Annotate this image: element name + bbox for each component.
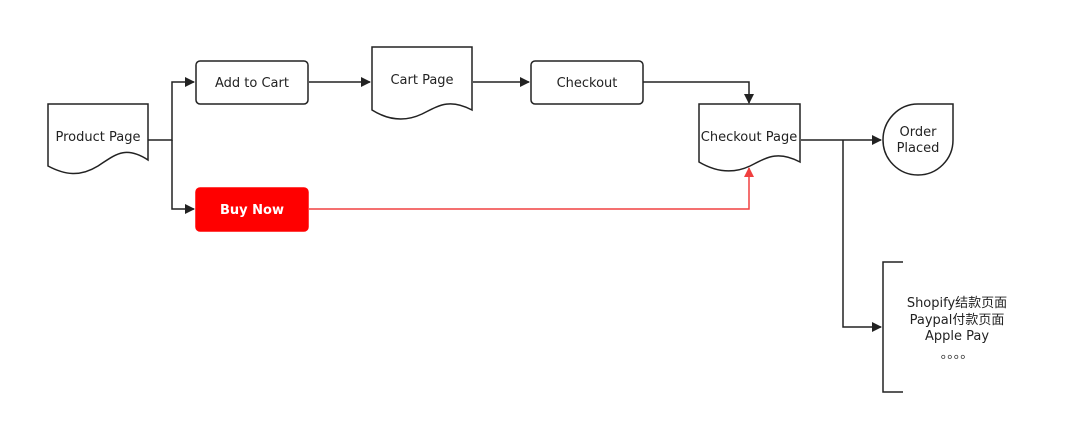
node-checkout: Checkout (530, 60, 644, 105)
edge-buy-now-to-checkout-page (309, 167, 754, 210)
node-add-to-cart: Add to Cart (195, 60, 309, 105)
order-placed-label-line1: Order (900, 125, 938, 140)
edge-product-to-add-to-cart (148, 77, 195, 141)
order-placed-label-line2: Placed (897, 141, 940, 156)
product-page-label: Product Page (56, 130, 141, 145)
buy-now-label: Buy Now (220, 203, 284, 218)
node-checkout-page: Checkout Page (698, 103, 801, 172)
payment-option-apple-pay: Apple Pay (925, 329, 989, 344)
checkout-label: Checkout (557, 76, 618, 91)
node-payment-options: Shopify结款页面 Paypal付款页面 Apple Pay 。。。。 (882, 261, 1007, 393)
checkout-page-label: Checkout Page (701, 130, 797, 145)
node-cart-page: Cart Page (371, 46, 473, 120)
cart-page-label: Cart Page (390, 73, 453, 88)
payment-option-shopify: Shopify结款页面 (907, 296, 1007, 311)
edge-checkout-to-checkout-page (643, 81, 754, 104)
edge-checkout-page-to-payment-options (842, 140, 882, 332)
payment-option-more: 。。。。 (941, 347, 974, 362)
node-buy-now: Buy Now (195, 187, 309, 232)
node-order-placed: Order Placed (882, 103, 954, 176)
edge-product-to-buy-now (171, 140, 195, 214)
payment-option-paypal: Paypal付款页面 (910, 313, 1005, 328)
add-to-cart-label: Add to Cart (215, 76, 289, 91)
node-product-page: Product Page (47, 103, 149, 175)
